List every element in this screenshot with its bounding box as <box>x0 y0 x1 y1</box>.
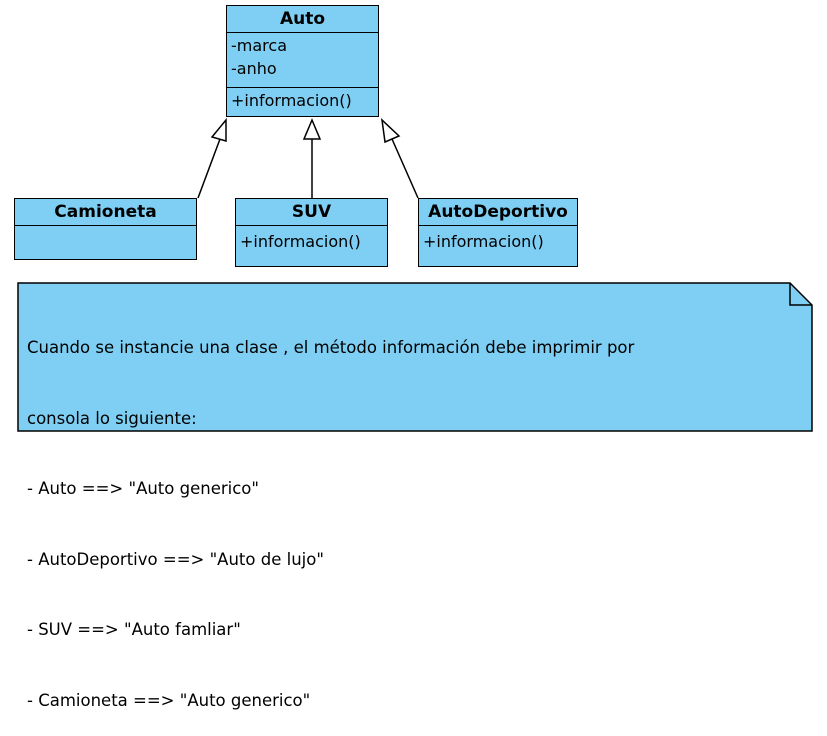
class-suv-name: SUV <box>236 199 387 226</box>
diagram-canvas <box>17 117 813 432</box>
note-line: - Auto ==> "Auto generico" <box>27 479 259 498</box>
note-line: - AutoDeportivo ==> "Auto de lujo" <box>27 549 324 569</box>
generalization-edge-autodeportivo <box>391 138 419 199</box>
class-auto-name: Auto <box>227 6 378 33</box>
class-camioneta-body <box>15 226 196 228</box>
class-autodeportivo[interactable]: AutoDeportivo +informacion() <box>418 198 578 267</box>
class-auto[interactable]: Auto -marca -anho +informacion() <box>226 5 379 117</box>
method-informacion: +informacion() <box>231 91 352 110</box>
note-line: consola lo siguiente: <box>27 408 197 428</box>
method-informacion: +informacion() <box>240 232 361 251</box>
attribute-marca: -marca <box>231 36 287 55</box>
inheritance-arrowhead-camioneta <box>210 117 227 142</box>
note-text[interactable]: Cuando se instancie una clase , el métod… <box>27 289 634 736</box>
class-auto-methods: +informacion() <box>227 87 378 113</box>
class-autodeportivo-methods: +informacion() <box>419 226 577 254</box>
inheritance-arrowhead-suv <box>302 118 322 140</box>
class-suv[interactable]: SUV +informacion() <box>235 198 388 267</box>
note-shape <box>17 282 813 432</box>
class-camioneta-name: Camioneta <box>15 199 196 226</box>
note-fold-corner <box>789 283 812 306</box>
attribute-anho: -anho <box>231 59 277 78</box>
class-autodeportivo-name: AutoDeportivo <box>419 199 577 226</box>
class-suv-methods: +informacion() <box>236 226 387 254</box>
note-line: Cuando se instancie una clase , el métod… <box>27 338 635 357</box>
class-camioneta[interactable]: Camioneta <box>14 198 197 260</box>
generalization-edge-camioneta <box>197 138 221 199</box>
class-auto-attributes: -marca -anho <box>227 33 378 87</box>
note-line: - Camioneta ==> "Auto generico" <box>27 690 311 710</box>
method-informacion: +informacion() <box>423 232 544 251</box>
inheritance-arrowhead-autodeportivo <box>380 118 401 144</box>
note-line: - SUV ==> "Auto famliar" <box>27 620 241 639</box>
